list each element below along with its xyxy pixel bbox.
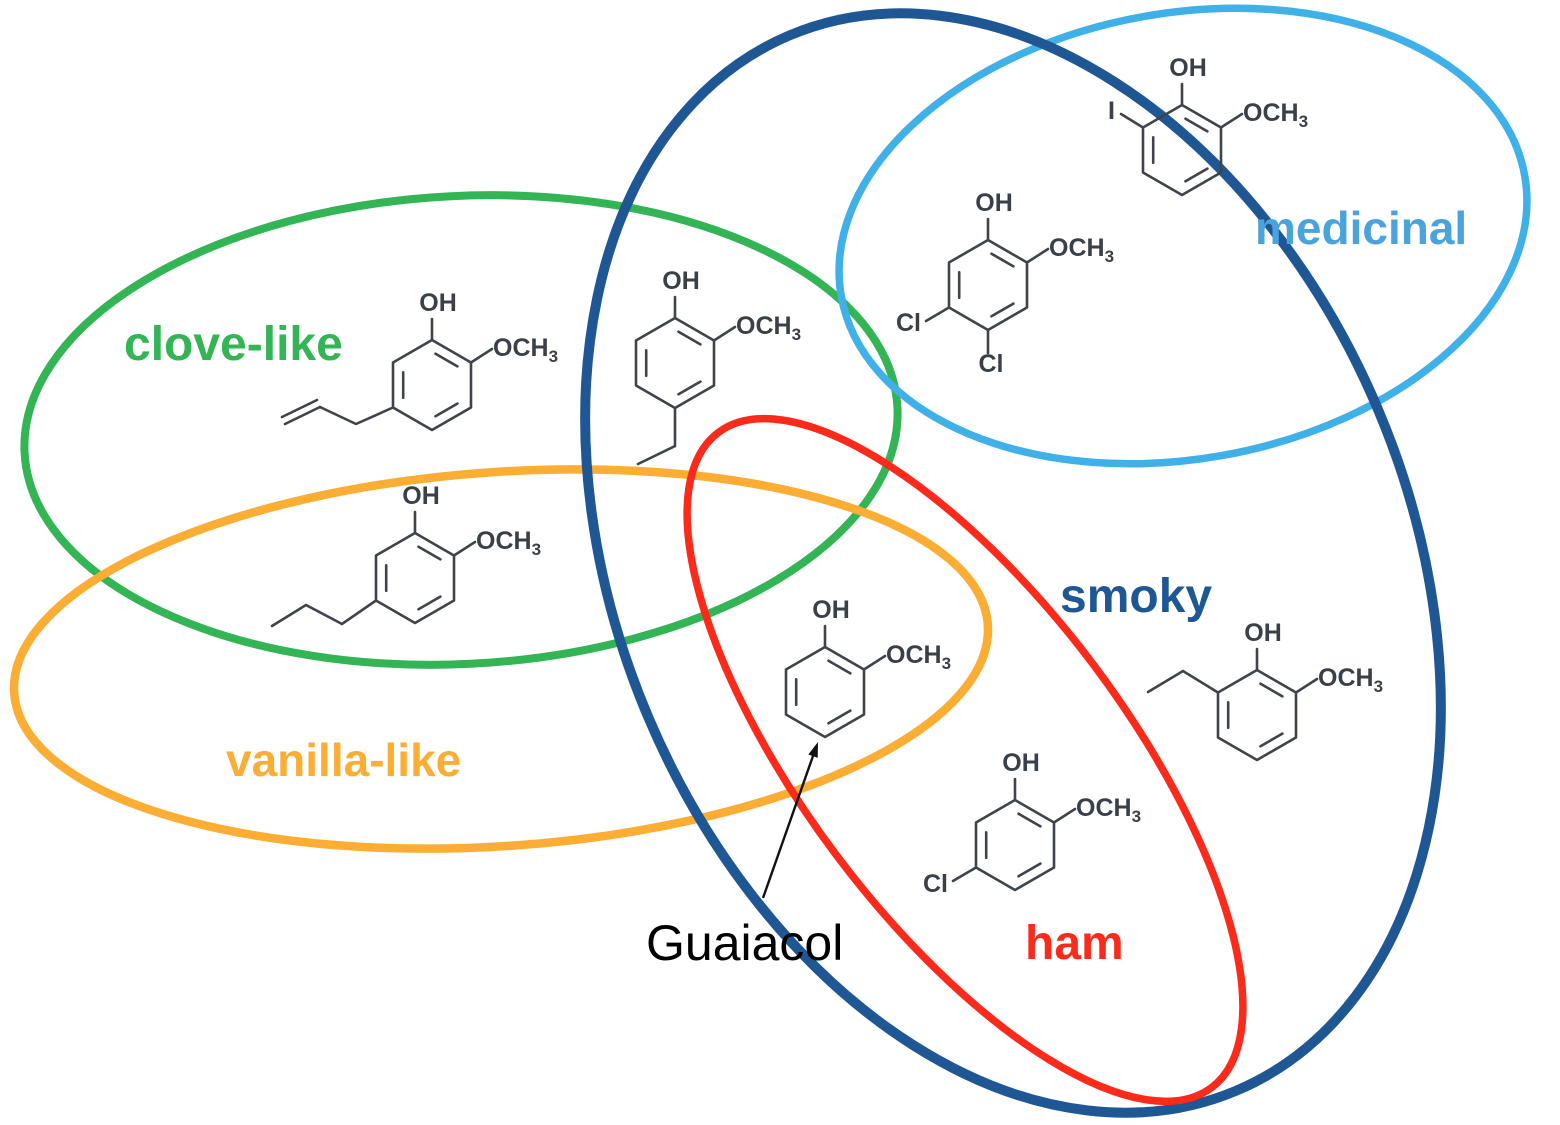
- smoky-label: smoky: [1060, 570, 1213, 623]
- clove-like-ellipse: [20, 191, 902, 669]
- oh-label: OH: [1169, 54, 1207, 82]
- och3-label: OCH3: [1049, 234, 1114, 266]
- clove-like-label: clove-like: [124, 318, 343, 371]
- arrowhead-icon: [808, 742, 818, 758]
- cl-label: Cl: [923, 870, 948, 898]
- oh-label: OH: [975, 189, 1013, 217]
- ethyl-chain: [1146, 669, 1220, 694]
- och3-label: OCH3: [736, 312, 801, 344]
- chloroguaiacol-structure: OH OCH3 Cl: [923, 749, 1141, 898]
- vanilla-like-ellipse: [9, 465, 993, 853]
- guaiacol-arrow: [761, 742, 818, 899]
- ethylguaiacol-6-structure: OH OCH3: [1146, 619, 1383, 762]
- och3-label: OCH3: [1076, 794, 1141, 826]
- oh-label: OH: [812, 596, 850, 624]
- ethylguaiacol-4-structure: OH OCH3: [634, 267, 801, 466]
- iodine-label: I: [1108, 97, 1115, 125]
- och3-label: OCH3: [1243, 99, 1308, 131]
- och3-label: OCH3: [493, 334, 558, 366]
- medicinal-ellipse: [835, 4, 1531, 468]
- oh-label: OH: [419, 289, 457, 317]
- cl-label: Cl: [896, 309, 921, 337]
- och3-label: OCH3: [476, 527, 541, 559]
- och3-label: OCH3: [886, 641, 951, 673]
- och3-label: OCH3: [1318, 664, 1383, 696]
- ham-ellipse: [683, 414, 1247, 1106]
- allyl-chain: [318, 405, 395, 426]
- guaiacol-annotation-label: Guaiacol: [646, 915, 844, 971]
- oh-label: OH: [402, 482, 440, 510]
- medicinal-label: medicinal: [1255, 202, 1468, 254]
- guaiacol-structure: OH OCH3: [784, 596, 951, 739]
- eugenol-structure: OH OCH3: [280, 289, 558, 432]
- cl-label: Cl: [979, 350, 1004, 378]
- vanilla-like-label: vanilla-like: [226, 734, 462, 786]
- oh-label: OH: [1244, 619, 1282, 647]
- molecule-structures: OH OCH3 OH OCH3 OH: [270, 54, 1383, 898]
- propylguaiacol-structure: OH OCH3: [270, 482, 541, 628]
- iodoguaiacol-structure: OH OCH3 I: [1108, 54, 1308, 197]
- dichloroguaiacol-structure: OH OCH3 Cl Cl: [896, 189, 1114, 378]
- ham-label: ham: [1025, 917, 1124, 970]
- oh-label: OH: [1002, 749, 1040, 777]
- oh-label: OH: [662, 267, 700, 295]
- smoky-ellipse: [580, 8, 1446, 1118]
- propyl-chain: [270, 599, 378, 628]
- ethyl-chain: [636, 406, 677, 466]
